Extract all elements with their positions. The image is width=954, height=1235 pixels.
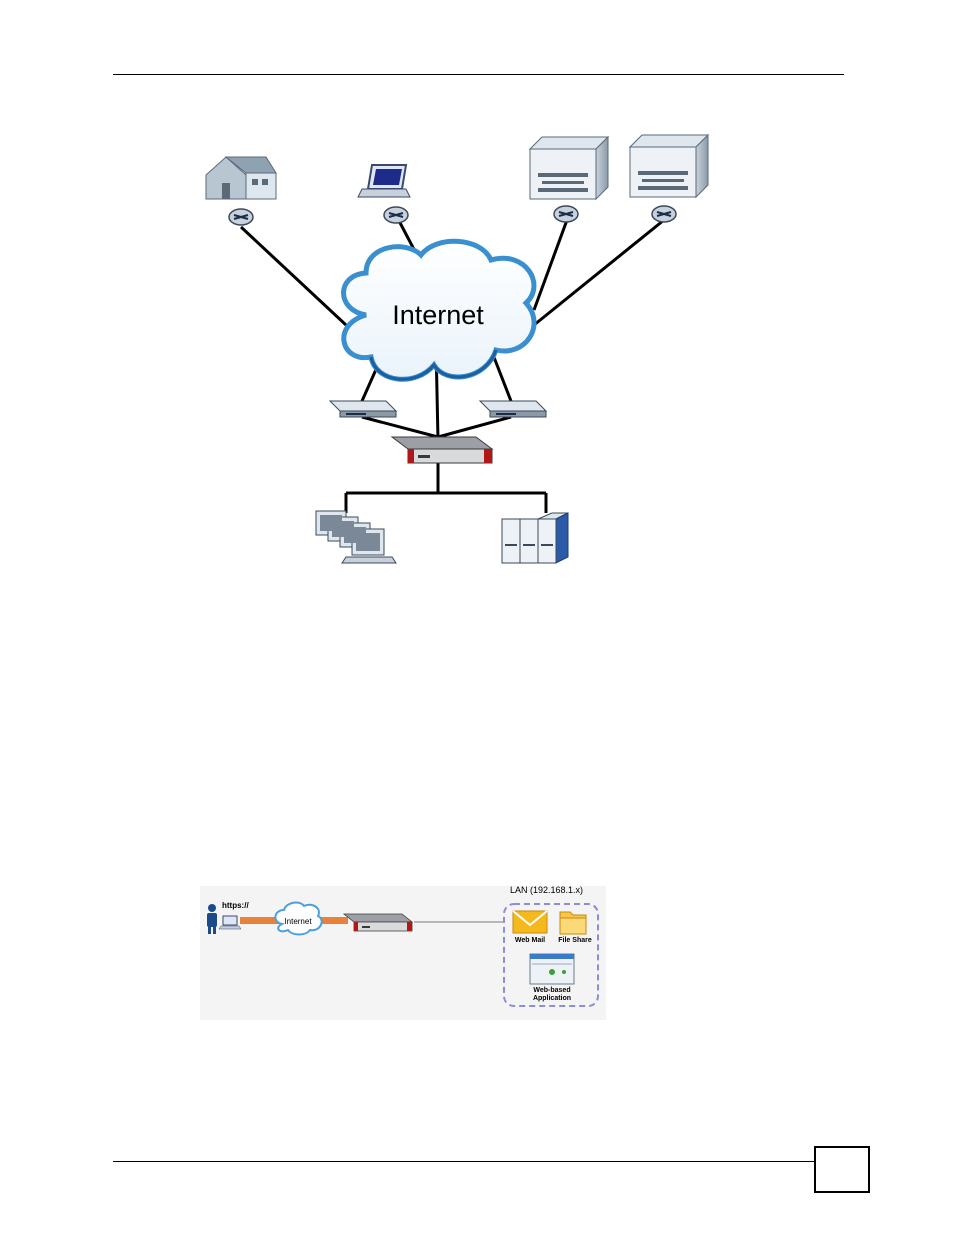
modem-icon: [478, 400, 548, 418]
security-appliance-icon: [390, 436, 494, 464]
cloud-label: Internet: [392, 300, 484, 330]
office-building-icon: [628, 133, 710, 199]
house-icon: [205, 156, 277, 200]
remote-user-icon: [207, 904, 242, 934]
file-share-label: File Share: [558, 937, 592, 944]
header-rule: [113, 74, 844, 75]
router-icon: [228, 208, 254, 226]
web-mail-label: Web Mail: [515, 937, 545, 944]
tunnel-links: [240, 917, 504, 924]
web-app-label-line2: Application: [533, 995, 571, 1002]
router-icon: [651, 205, 677, 223]
internet-cloud: Internet: [274, 901, 323, 936]
router-icon: [553, 205, 579, 223]
browser-window-icon: [529, 953, 575, 985]
page-number-box: [814, 1146, 870, 1193]
servers-icon: [501, 512, 569, 564]
internet-cloud: Internet: [341, 238, 537, 382]
laptop-icon: [357, 164, 411, 198]
modem-icon: [328, 400, 398, 418]
folder-icon: [559, 911, 587, 935]
lan-label: LAN (192.168.1.x): [510, 885, 583, 895]
network-topology-diagram: Internet: [205, 133, 710, 564]
envelope-icon: [512, 910, 548, 934]
url-label: https://: [222, 901, 249, 910]
ssl-remote-access-diagram: https:// Internet LAN (192.168.1.x) Web …: [200, 885, 606, 1020]
office-building-icon: [528, 135, 610, 201]
footer-rule: [113, 1161, 815, 1162]
cloud-label: Internet: [284, 917, 312, 926]
lan-boundary: [503, 903, 599, 1007]
web-app-label-line1: Web-based: [533, 987, 570, 994]
workstations-icon: [315, 510, 397, 564]
router-icon: [383, 206, 409, 224]
security-appliance-icon: [342, 913, 414, 932]
